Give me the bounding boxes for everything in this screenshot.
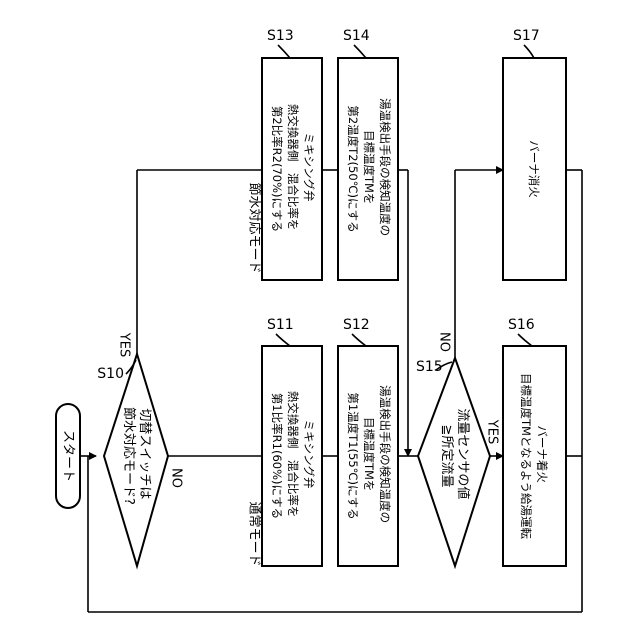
s16-process: バーナ着火 目標温度TMとなるよう給湯運転 S16 bbox=[503, 317, 566, 566]
start-node: スタート bbox=[56, 404, 80, 508]
s10-step-label: S10 bbox=[97, 366, 124, 382]
s12-step-label: S12 bbox=[343, 317, 370, 333]
water-saving-mode-label: 節水対応モード bbox=[247, 182, 262, 273]
s15-line-1: 流量センサの値 bbox=[455, 408, 471, 499]
s10-line-1: 切替スイッチは bbox=[137, 408, 152, 499]
s15-decision: 流量センサの値 ≧所定流量 S15 YES NO bbox=[416, 332, 500, 566]
s12-line-2: 目標温度TMを bbox=[362, 417, 376, 491]
s13-process: ミキシング弁 熱交換器側 混合比率を 第2比率R2(70%)にする S13 bbox=[262, 28, 322, 280]
s14-line-1: 湯温検出手段の検知温度の bbox=[378, 98, 392, 236]
s17-step-label: S17 bbox=[513, 28, 540, 44]
normal-mode-label: 通常モード bbox=[247, 501, 262, 566]
s15-step-label: S15 bbox=[416, 359, 443, 375]
s12-line-3: 第1温度T1(55℃)にする bbox=[346, 392, 360, 519]
s10-decision: 切替スイッチは 節水対応モード? S10 YES NO bbox=[97, 332, 183, 566]
s12-line-1: 湯温検出手段の検知温度の bbox=[378, 385, 392, 523]
s12-process: 湯温検出手段の検知温度の 目標温度TMを 第1温度T1(55℃)にする S12 bbox=[338, 317, 398, 566]
s10-yes-label: YES bbox=[117, 332, 132, 357]
s13-step-label: S13 bbox=[267, 28, 294, 44]
s13-line-3: 第2比率R2(70%)にする bbox=[270, 106, 284, 232]
s15-no-label: NO bbox=[437, 332, 452, 352]
svg-text:切替スイッチは 節水対応モード?: 切替スイッチは 節水対応モード? bbox=[121, 407, 152, 505]
s10-line-2: 節水対応モード? bbox=[121, 407, 136, 505]
s16-line-2: 目標温度TMとなるよう給湯運転 bbox=[519, 373, 533, 540]
s11-line-2: 熱交換器側 混合比率を bbox=[286, 391, 300, 518]
s10-no-label: NO bbox=[169, 468, 184, 488]
s16-line-1: バーナ着火 bbox=[535, 425, 549, 483]
s11-step-label: S11 bbox=[267, 317, 294, 333]
s11-line-3: 第1比率R1(60%)にする bbox=[270, 393, 284, 519]
s15-yes-label: YES bbox=[485, 419, 500, 444]
s17-process: バーナ消火 S17 bbox=[503, 28, 566, 280]
start-label: スタート bbox=[61, 430, 76, 482]
s15-line-2: ≧所定流量 bbox=[439, 425, 454, 488]
s14-line-2: 目標温度TMを bbox=[362, 130, 376, 204]
s13-line-2: 熱交換器側 混合比率を bbox=[286, 104, 300, 231]
s14-step-label: S14 bbox=[343, 28, 370, 44]
s11-process: ミキシング弁 熱交換器側 混合比率を 第1比率R1(60%)にする S11 bbox=[262, 317, 322, 566]
s17-line-1: バーナ消火 bbox=[527, 140, 541, 198]
s11-line-1: ミキシング弁 bbox=[302, 420, 316, 489]
s14-process: 湯温検出手段の検知温度の 目標温度TMを 第2温度T2(50℃)にする S14 bbox=[338, 28, 398, 280]
s14-line-3: 第2温度T2(50℃)にする bbox=[346, 105, 360, 232]
s13-line-1: ミキシング弁 bbox=[302, 133, 316, 202]
s16-step-label: S16 bbox=[508, 317, 535, 333]
